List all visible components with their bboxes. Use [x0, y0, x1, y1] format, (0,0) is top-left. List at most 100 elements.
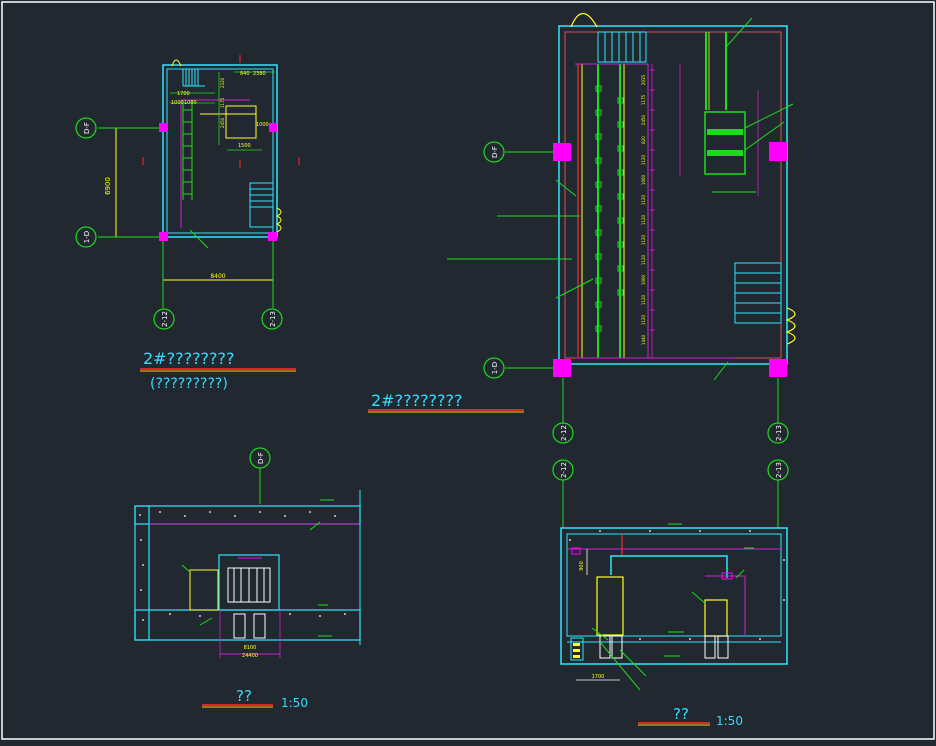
- large-plan-dim-label: 1120: [641, 214, 646, 225]
- large-plan-title: 2#????????: [371, 391, 463, 410]
- left-section-axis-label: D-F: [257, 452, 265, 464]
- right-section-leaders: [591, 523, 754, 691]
- small-plan-axis-bubble-bottom: 1-D: [75, 226, 97, 248]
- left-section-dim-b: 24400: [242, 653, 258, 659]
- left-section-title: ??: [236, 687, 252, 705]
- right-section-dim-a: 900: [579, 561, 585, 571]
- small-plan-axis-bubble-left: 2-12: [153, 308, 175, 330]
- large-plan-axis-right-label: 2-13: [775, 425, 783, 441]
- large-plan-dim-label: 1120: [641, 254, 646, 265]
- left-section-scale: 1:50: [281, 696, 308, 710]
- small-plan-column: [159, 123, 168, 132]
- large-plan-axis-bubble-bottom: 1-D: [483, 357, 505, 379]
- right-section-scale: 1:50: [716, 714, 743, 728]
- right-section-axis-right-label: 2-13: [775, 462, 783, 478]
- small-plan-dim-mid-c: 1000: [184, 100, 197, 106]
- large-plan-axis-left-label: 2-12: [560, 425, 568, 441]
- left-section-axis-bubble: D-F: [249, 447, 271, 469]
- large-plan-column: [769, 359, 787, 377]
- right-section-pedestal: [717, 635, 729, 659]
- large-plan-dim-label: 1000: [641, 174, 646, 185]
- small-plan-leader: [189, 229, 209, 249]
- small-plan-section-marks: [142, 55, 300, 168]
- small-plan-door-arc: [171, 59, 182, 67]
- right-section-left-cabinet: [596, 576, 624, 636]
- small-plan-dim-side-c: 2450: [220, 117, 225, 128]
- large-plan-dim-label: 1120: [641, 234, 646, 245]
- right-section: 2-12 2-13: [552, 459, 789, 728]
- small-plan: 6900 8400 840 2380 1700 1000 1000 2320 1…: [75, 55, 300, 392]
- small-plan-dim-lines: [116, 71, 275, 238]
- right-section-hatch: [569, 530, 785, 640]
- small-plan-top-stair: [182, 69, 205, 87]
- small-plan-dim-inner-b: 1500: [238, 143, 251, 149]
- large-plan-outer-wall: [558, 25, 788, 365]
- small-plan-column: [159, 232, 168, 241]
- large-plan-dim-label: 1120: [641, 314, 646, 325]
- right-section-outer: [560, 527, 788, 665]
- right-section-dim-b: 1700: [592, 674, 605, 680]
- right-section-pedestal: [704, 635, 716, 659]
- right-section-wall-items: [570, 547, 584, 661]
- large-plan-right-stair: [734, 262, 782, 324]
- small-plan-axis-bubble-right: 2-13: [261, 308, 283, 330]
- left-section-top-slab: [134, 505, 361, 525]
- large-plan-axis-top-label: D-F: [491, 146, 499, 158]
- right-section-pedestal: [611, 635, 623, 659]
- small-plan-axis-right-label: 2-13: [269, 311, 277, 327]
- small-plan-dim-top-a: 840: [240, 71, 250, 77]
- small-plan-dim-mid-b: 1000: [171, 100, 184, 106]
- large-plan-side-door: [785, 307, 796, 345]
- small-plan-title: 2#????????: [143, 349, 235, 368]
- small-plan-dim-top-b: 2380: [253, 71, 266, 77]
- small-plan-subtitle: (?????????): [150, 376, 228, 392]
- small-plan-axis-bottom-label: 1-D: [83, 231, 91, 243]
- large-plan-column: [553, 359, 571, 377]
- large-plan-equipment: [679, 32, 759, 196]
- large-plan: 2035117524508201120100011201120112011201…: [368, 12, 796, 444]
- left-section-pedestal: [233, 613, 246, 639]
- large-plan-dim-label: 1120: [641, 294, 646, 305]
- right-section-busbar: [610, 555, 728, 578]
- right-section-axis-left-label: 2-12: [560, 462, 568, 478]
- small-plan-dim-horizontal-text: 8400: [210, 273, 225, 280]
- right-section-axis-bubble-right: 2-13: [767, 459, 789, 481]
- left-section-transformer: [227, 567, 271, 603]
- large-plan-dim-label: 820: [641, 136, 646, 144]
- large-plan-dim-label: 1000: [641, 274, 646, 285]
- large-plan-axis-bubble-right: 2-13: [767, 422, 789, 444]
- small-plan-side-door: [275, 207, 282, 233]
- large-plan-dim-label: 1175: [641, 94, 646, 105]
- right-section-right-cabinet: [704, 599, 728, 637]
- large-plan-dim-label: 2035: [641, 74, 646, 85]
- left-section-transformer-frame: [218, 554, 280, 611]
- right-section-pedestal: [599, 635, 611, 659]
- small-plan-cable-tray: [182, 100, 193, 200]
- large-plan-axis-bottom-label: 1-D: [491, 362, 499, 374]
- right-section-title: ??: [673, 705, 689, 723]
- small-plan-right-stair: [249, 182, 274, 228]
- large-plan-top-stair: [597, 31, 647, 63]
- large-plan-dim-texts: 2035117524508201120100011201120112011201…: [641, 69, 655, 345]
- large-plan-dim-label: 1120: [641, 154, 646, 165]
- large-plan-column: [769, 142, 787, 161]
- small-plan-axis-lines: [98, 127, 274, 308]
- large-plan-cable-ladders: [575, 63, 735, 359]
- small-plan-dim-side-a: 2320: [220, 77, 225, 88]
- small-plan-column: [268, 232, 277, 241]
- large-plan-dim-label: 1440: [641, 334, 646, 345]
- left-section-dim-a: 8100: [244, 645, 257, 651]
- small-plan-axis-left-label: 2-12: [161, 311, 169, 327]
- small-plan-dim-inner-a: 1000: [256, 122, 269, 128]
- large-plan-axis-bubble-left: 2-12: [552, 422, 574, 444]
- small-plan-dim-mid-a: 1700: [177, 91, 190, 97]
- small-plan-inner-wall: [166, 68, 274, 234]
- large-plan-door-arc: [570, 12, 598, 28]
- left-section-leaders: [181, 499, 334, 637]
- left-section-yellow-cabinet: [189, 569, 219, 611]
- small-plan-equipment: [225, 105, 257, 139]
- small-plan-column: [269, 123, 277, 132]
